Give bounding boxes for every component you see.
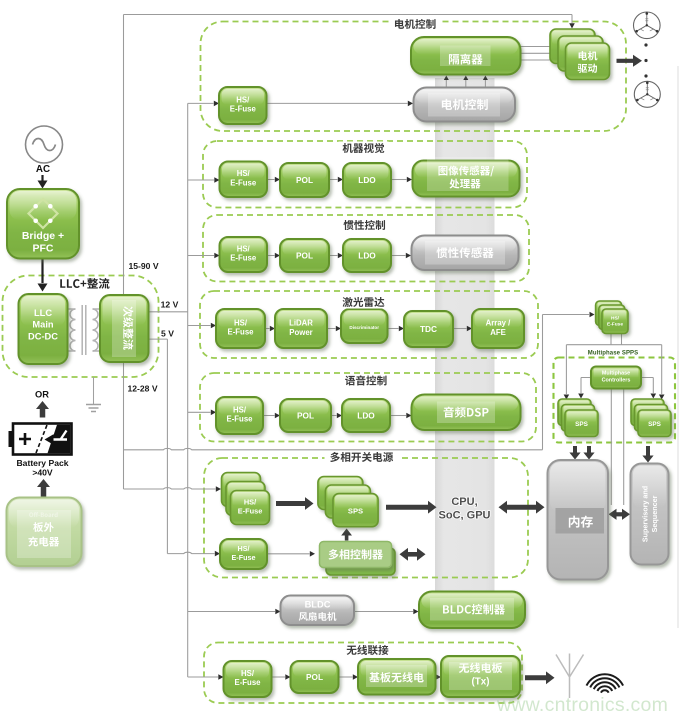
svg-text:HS/: HS/ (244, 497, 256, 506)
svg-text:E-Fuse: E-Fuse (232, 553, 256, 562)
svg-text:SoC, GPU: SoC, GPU (439, 510, 491, 522)
svg-text:HS/: HS/ (241, 669, 255, 678)
svg-text:Discriminator: Discriminator (349, 325, 379, 330)
svg-text:LiDAR: LiDAR (289, 319, 313, 328)
svg-text:Main: Main (32, 320, 53, 330)
svg-text:LDO: LDO (358, 175, 376, 185)
svg-text:HS/: HS/ (233, 405, 247, 414)
svg-text:POL: POL (296, 175, 313, 185)
svg-text:LLC: LLC (34, 308, 52, 318)
svg-text:Battery Pack: Battery Pack (16, 458, 68, 468)
svg-text:E-Fuse: E-Fuse (230, 105, 257, 114)
svg-text:www.cntronics.com: www.cntronics.com (496, 694, 668, 716)
svg-text:(Tx): (Tx) (472, 677, 490, 688)
svg-text:15-90 V: 15-90 V (128, 261, 158, 271)
svg-text:E-Fuse: E-Fuse (227, 415, 254, 424)
svg-text:PFC: PFC (33, 243, 54, 255)
svg-text:HS/: HS/ (611, 316, 620, 322)
svg-text:AFE: AFE (490, 328, 506, 337)
svg-text:E-Fuse: E-Fuse (235, 678, 262, 687)
svg-text:POL: POL (306, 672, 323, 682)
svg-text:HS/: HS/ (237, 169, 251, 178)
svg-text:12 V: 12 V (161, 300, 179, 310)
svg-text:LDO: LDO (358, 251, 376, 261)
svg-text:E-Fuse: E-Fuse (238, 507, 263, 516)
svg-text:E-Fuse: E-Fuse (228, 328, 255, 337)
svg-text:TDC: TDC (420, 324, 437, 334)
svg-text:Multiphase: Multiphase (602, 371, 630, 377)
svg-text:Supervisory and: Supervisory and (641, 486, 650, 542)
svg-text:Bridge +: Bridge + (22, 230, 64, 242)
svg-text:>40V: >40V (32, 468, 53, 478)
svg-text:Array /: Array / (486, 319, 512, 328)
svg-text:LDO: LDO (357, 411, 375, 421)
svg-text:SPS: SPS (648, 421, 662, 428)
svg-text:Power: Power (289, 328, 312, 337)
svg-text:AC: AC (36, 164, 50, 175)
svg-text:Controllers: Controllers (602, 378, 631, 384)
svg-text:OR: OR (35, 390, 49, 400)
svg-text:E-Fuse: E-Fuse (607, 322, 623, 328)
svg-text:SPS: SPS (348, 507, 363, 516)
svg-text:DC-DC: DC-DC (28, 332, 58, 342)
svg-text:E-Fuse: E-Fuse (230, 254, 257, 263)
svg-text:HS/: HS/ (234, 318, 248, 327)
svg-text:Multiphase SPPS: Multiphase SPPS (588, 351, 639, 357)
svg-text:Sequencer: Sequencer (650, 495, 659, 532)
svg-text:HS/: HS/ (238, 544, 250, 553)
svg-text:HS/: HS/ (236, 95, 250, 104)
svg-text:BLDC: BLDC (305, 600, 331, 610)
svg-text:POL: POL (296, 251, 313, 261)
svg-text:POL: POL (297, 411, 314, 421)
svg-text:HS/: HS/ (237, 244, 251, 253)
svg-text:12-28 V: 12-28 V (127, 384, 157, 394)
svg-text:E-Fuse: E-Fuse (230, 178, 257, 187)
svg-text:CPU,: CPU, (451, 496, 477, 508)
svg-text:5 V: 5 V (161, 329, 174, 339)
svg-text:SPS: SPS (575, 421, 589, 428)
